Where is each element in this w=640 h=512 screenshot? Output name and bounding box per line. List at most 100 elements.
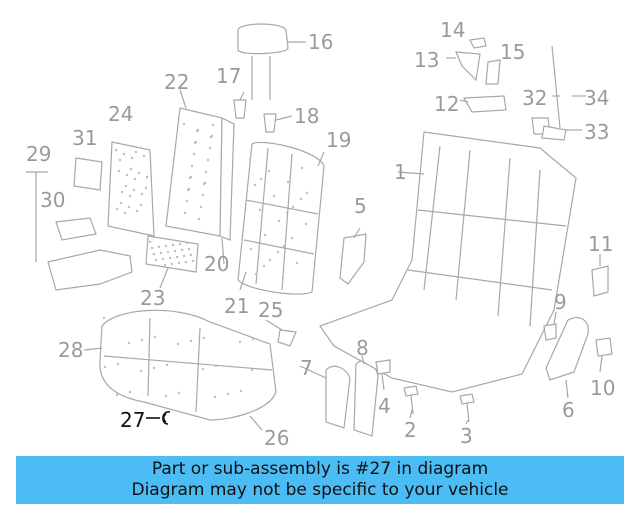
texture-dot — [305, 191, 309, 195]
texture-dot — [184, 260, 188, 264]
texture-dot — [117, 169, 121, 173]
texture-dot — [165, 363, 169, 367]
texture-dot — [276, 250, 280, 254]
side-bracket-parts — [325, 233, 379, 437]
texture-dot — [124, 184, 128, 188]
callout-16: 16 — [308, 30, 334, 54]
texture-dot — [130, 156, 134, 160]
texture-dot — [249, 247, 253, 251]
callout-30: 30 — [40, 188, 66, 212]
texture-dot — [277, 219, 281, 223]
callout-19: 19 — [326, 128, 352, 152]
texture-dot — [133, 177, 137, 181]
texture-dot — [206, 158, 210, 162]
callout-28: 28 — [58, 338, 84, 362]
texture-dot — [140, 338, 144, 342]
texture-dot — [195, 129, 199, 133]
callout-17: 17 — [216, 64, 242, 88]
callout-2: 2 — [404, 418, 417, 442]
texture-dot — [226, 392, 230, 396]
texture-dot — [161, 257, 165, 261]
texture-dot — [175, 255, 179, 259]
texture-dot — [281, 275, 285, 279]
texture-dot — [114, 148, 118, 152]
texture-dot — [299, 197, 303, 201]
seat-cushion-part — [99, 309, 277, 421]
texture-dot — [115, 207, 119, 211]
texture-dot — [152, 366, 156, 370]
texture-dot — [286, 180, 290, 184]
callout-15: 15 — [500, 40, 526, 64]
texture-dot — [128, 194, 132, 198]
texture-dot — [182, 122, 186, 126]
texture-dot — [150, 246, 154, 250]
texture-dot — [118, 158, 122, 162]
texture-dot — [119, 201, 123, 205]
callout-13: 13 — [414, 48, 440, 72]
texture-dot — [140, 192, 144, 196]
info-banner: Part or sub-assembly is #27 in diagram D… — [16, 456, 624, 504]
texture-dot — [192, 152, 196, 156]
callout-5: 5 — [354, 194, 367, 218]
texture-dot — [166, 250, 170, 254]
headrest-guide-parts — [233, 91, 293, 133]
callout-6: 6 — [562, 398, 575, 422]
texture-dot — [285, 211, 289, 215]
texture-dot — [262, 264, 266, 268]
texture-dot — [202, 336, 206, 340]
callout-18: 18 — [294, 104, 320, 128]
texture-dot — [254, 272, 258, 276]
texture-dot — [185, 199, 189, 203]
texture-dot — [211, 123, 215, 127]
callout-4: 4 — [378, 394, 391, 418]
texture-dot — [116, 362, 120, 366]
texture-dot — [153, 335, 157, 339]
clip-27-part — [146, 411, 171, 425]
texture-dot — [268, 258, 272, 262]
texture-dot — [253, 183, 257, 187]
texture-dot — [102, 316, 106, 320]
texture-dot — [132, 188, 136, 192]
right-side-parts — [543, 265, 613, 381]
bracket-25-part — [277, 329, 297, 347]
texture-dot — [127, 205, 131, 209]
callout-22: 22 — [164, 70, 190, 94]
texture-dot — [164, 244, 168, 248]
callout-10: 10 — [590, 376, 616, 400]
texture-dot — [272, 194, 276, 198]
texture-dot — [300, 166, 304, 170]
banner-line-2: Diagram may not be specific to your vehi… — [131, 480, 509, 500]
banner-line-1: Part or sub-assembly is #27 in diagram — [151, 459, 489, 479]
texture-dot — [177, 391, 181, 395]
texture-dot — [208, 146, 212, 150]
callout-26: 26 — [264, 426, 290, 450]
texture-dot — [239, 389, 243, 393]
callout-23: 23 — [140, 286, 166, 310]
callout-32: 32 — [522, 86, 548, 110]
texture-dot — [127, 341, 131, 345]
texture-dot — [142, 154, 146, 158]
texture-dot — [250, 368, 254, 372]
texture-dot — [129, 167, 133, 171]
texture-dot — [190, 164, 194, 168]
callout-14: 14 — [440, 18, 466, 42]
texture-dot — [185, 241, 189, 245]
texture-dot — [199, 205, 203, 209]
texture-dot — [178, 242, 182, 246]
texture-dot — [163, 263, 167, 267]
callout-20: 20 — [204, 252, 230, 276]
texture-dot — [170, 262, 174, 266]
texture-dot — [187, 247, 191, 251]
texture-dot — [148, 240, 152, 244]
texture-dot — [171, 243, 175, 247]
texture-dot — [134, 150, 138, 154]
texture-dot — [139, 203, 143, 207]
texture-dot — [168, 256, 172, 260]
texture-dot — [189, 339, 193, 343]
texture-dot — [201, 193, 205, 197]
leader-lines — [83, 57, 603, 431]
texture-dot — [248, 158, 252, 162]
texture-dot — [304, 222, 308, 226]
banner-background — [16, 456, 624, 504]
